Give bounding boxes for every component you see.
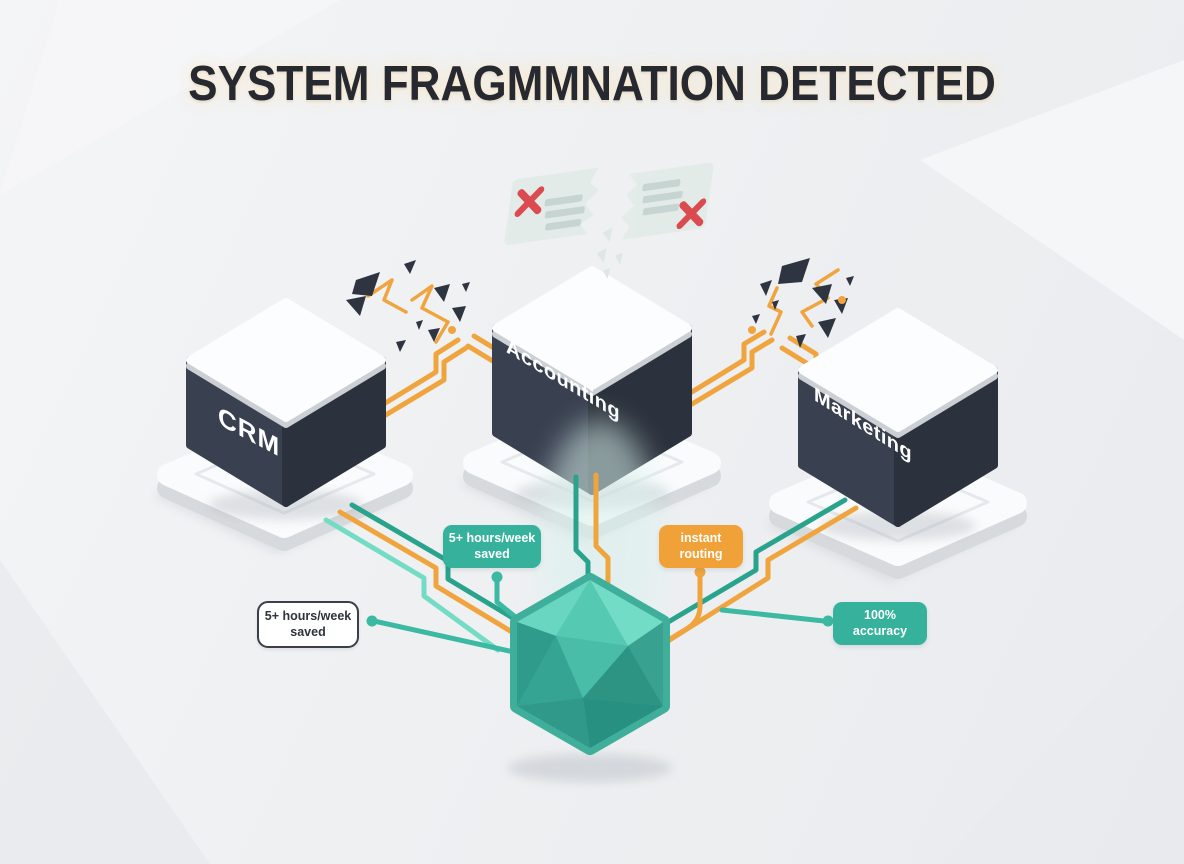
failed-sync-documents	[504, 162, 714, 279]
badge-accuracy-line	[719, 607, 827, 624]
connector-dot	[694, 566, 706, 578]
integration-hub-icon	[510, 573, 670, 755]
crm-hub-line-orange	[337, 509, 515, 635]
trace-crm-accounting-d	[465, 343, 499, 366]
trace-crm-accounting-a	[371, 337, 461, 413]
connector-dots	[366, 566, 834, 627]
badge-instant-routing: instant routing	[659, 525, 743, 569]
failed-document-right	[620, 162, 714, 240]
trace-accounting-marketing-b	[679, 337, 775, 413]
badge-hours-saved-teal: 5+ hours/week saved	[443, 525, 541, 569]
broken-connection-right-icon	[748, 258, 854, 348]
crm-hub-line-teal-light	[323, 517, 501, 653]
badge-saved-outline-line	[371, 618, 517, 655]
error-x-icon	[514, 186, 545, 217]
marketing-hub-line-orange	[657, 505, 859, 649]
failed-document-left	[504, 167, 600, 245]
hub-connectors	[323, 472, 859, 655]
error-x-icon	[676, 198, 707, 230]
page-title: SYSTEM FRAGMMNATION DETECTED	[188, 57, 996, 111]
crm-hub-line-teal-dark	[349, 502, 529, 629]
connector-dot	[366, 615, 378, 627]
document-fragments	[596, 227, 623, 279]
system-cubes: CRM Accounting Marketing	[186, 266, 998, 527]
connector-dot	[822, 615, 834, 627]
trace-accounting-marketing-a	[679, 329, 767, 401]
system-node-crm: CRM	[186, 298, 386, 507]
trace-crm-accounting-b	[371, 345, 469, 425]
broken-connection-left-icon	[346, 260, 470, 352]
badge-hours-saved-outline: 5+ hours/week saved	[257, 601, 359, 649]
system-node-marketing: Marketing	[798, 308, 998, 527]
badge-accuracy: 100% accuracy	[833, 602, 927, 646]
hub-shadow	[508, 754, 672, 782]
connector-dot	[491, 571, 503, 583]
badge-routing-stem	[659, 573, 703, 647]
